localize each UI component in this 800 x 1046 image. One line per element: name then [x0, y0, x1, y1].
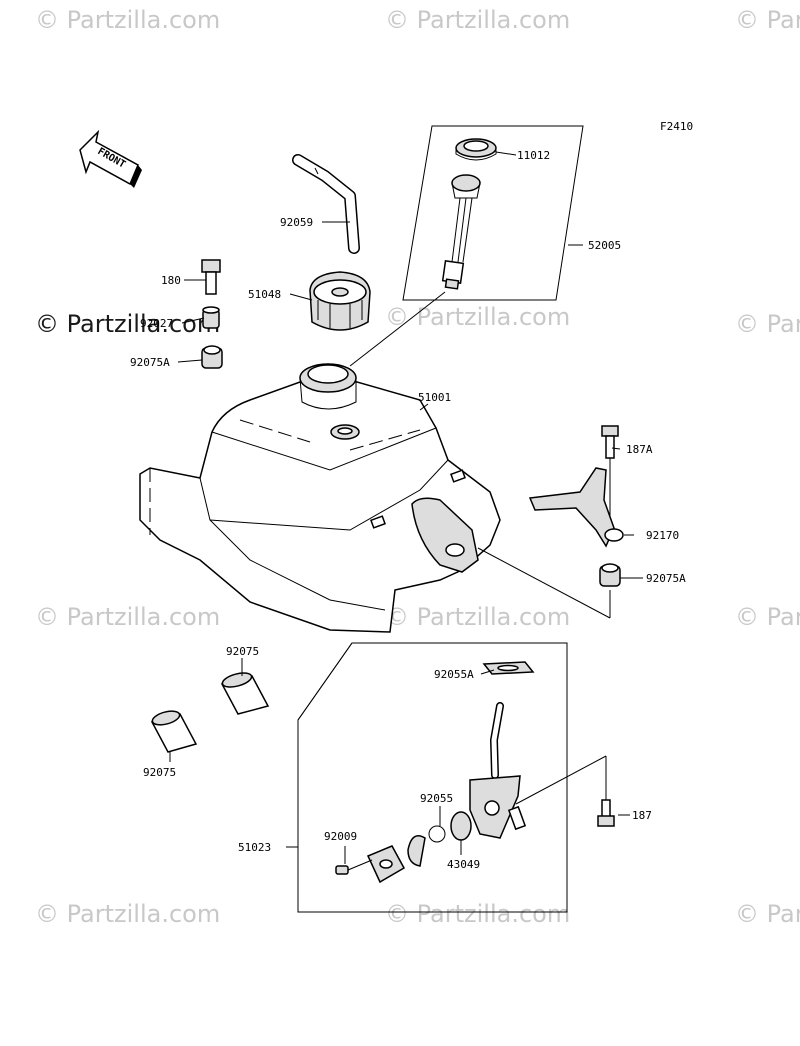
part-label[interactable]: 11012 [517, 149, 550, 162]
part-label[interactable]: 92075 [226, 645, 259, 658]
part-label[interactable]: 51001 [418, 391, 451, 404]
part-label[interactable]: 92075A [646, 572, 686, 585]
sender-unit-group [349, 125, 584, 367]
breather-hose [292, 154, 360, 254]
part-label[interactable]: 92075 [143, 766, 176, 779]
watermark: © Partzilla.com [35, 900, 220, 928]
watermark-prominent: © Partzilla.com [35, 310, 220, 338]
collar-92075-top [220, 672, 270, 715]
watermark: © Partzilla.com [35, 603, 220, 631]
part-label[interactable]: 92009 [324, 830, 357, 843]
fuel-cock-group [297, 642, 607, 913]
part-label[interactable]: 92055A [434, 668, 474, 681]
watermark: © Partzilla.com [385, 900, 570, 928]
watermark: © Partzilla.com [735, 310, 800, 338]
watermark: © Partzilla.com [35, 6, 220, 34]
front-arrow-icon: FRONT [79, 129, 142, 188]
part-label[interactable]: 43049 [447, 858, 480, 871]
tank-bracket [477, 425, 624, 619]
part-label[interactable]: 180 [161, 274, 181, 287]
watermark: © Partzilla.com [735, 6, 800, 34]
part-label[interactable]: 92027 [140, 317, 173, 330]
watermark: © Partzilla.com [385, 603, 570, 631]
grommet-92075a-left [201, 345, 223, 369]
part-label[interactable]: 187 [632, 809, 652, 822]
watermarks: © Partzilla.com © Partzilla.com © Partzi… [35, 6, 800, 928]
leader-lines [169, 151, 643, 864]
bolt-180 [201, 259, 221, 295]
collar-92027 [202, 306, 220, 329]
part-label[interactable]: 92075A [130, 356, 170, 369]
part-label[interactable]: 51023 [238, 841, 271, 854]
watermark: © Partzilla.com [385, 303, 570, 331]
part-label[interactable]: 52005 [588, 239, 621, 252]
part-label[interactable]: 187A [626, 443, 653, 456]
watermark: © Partzilla.com [385, 6, 570, 34]
bolt-187 [597, 799, 615, 827]
fuel-cap [309, 271, 371, 331]
part-label[interactable]: 92170 [646, 529, 679, 542]
watermark: © Partzilla.com [735, 603, 800, 631]
collar-92075-bottom [150, 710, 198, 753]
figure-code: F2410 [660, 120, 693, 133]
watermark: © Partzilla.com [735, 900, 800, 928]
part-label[interactable]: 92059 [280, 216, 313, 229]
part-label[interactable]: 92055 [420, 792, 453, 805]
part-labels: 11012 52005 92059 180 51048 92027 92075A… [130, 149, 686, 871]
part-label[interactable]: 51048 [248, 288, 281, 301]
fuel-tank [139, 363, 501, 633]
